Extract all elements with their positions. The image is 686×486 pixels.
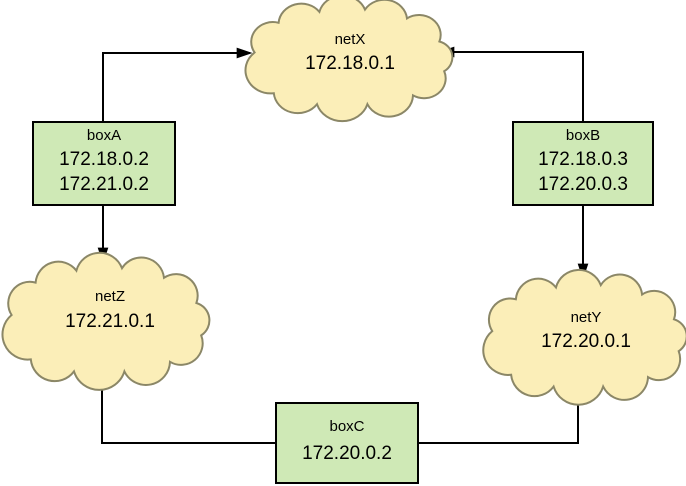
node-boxA-ip2: 172.21.0.2 [59, 174, 149, 195]
node-boxC-label: boxC [329, 418, 364, 435]
node-boxB-label: boxB [566, 127, 600, 144]
edge-boxA-netX [102, 47, 253, 122]
node-boxC-ip1: 172.20.0.2 [302, 443, 392, 464]
cloud-netY-ip: 172.20.0.1 [541, 331, 631, 352]
node-boxC: boxC 172.20.0.2 [275, 402, 419, 484]
node-boxB: boxB 172.18.0.3 172.20.0.3 [512, 121, 654, 206]
cloud-netY-label: netY [571, 309, 602, 326]
cloud-netX: netX 172.18.0.1 [244, 0, 454, 123]
node-boxB-ip2: 172.20.0.3 [538, 174, 628, 195]
cloud-netZ-label: netZ [95, 288, 125, 305]
node-boxA-ip1: 172.18.0.2 [59, 149, 149, 170]
cloud-netZ-ip: 172.21.0.1 [65, 311, 155, 332]
edge-boxB-netX [438, 46, 584, 122]
cloud-netX-label: netX [335, 31, 366, 48]
cloud-netY: netY 172.20.0.1 [482, 268, 686, 406]
node-box [275, 402, 419, 484]
cloud-netX-ip: 172.18.0.1 [305, 53, 395, 74]
node-boxB-ip1: 172.18.0.3 [538, 149, 628, 170]
node-box [512, 121, 654, 206]
cloud-netZ: netZ 172.21.0.1 [1, 251, 211, 392]
node-box [32, 121, 176, 206]
node-boxA-label: boxA [87, 127, 121, 144]
edge-boxC-netZ [96, 369, 276, 444]
node-boxA: boxA 172.18.0.2 172.21.0.2 [32, 121, 176, 206]
